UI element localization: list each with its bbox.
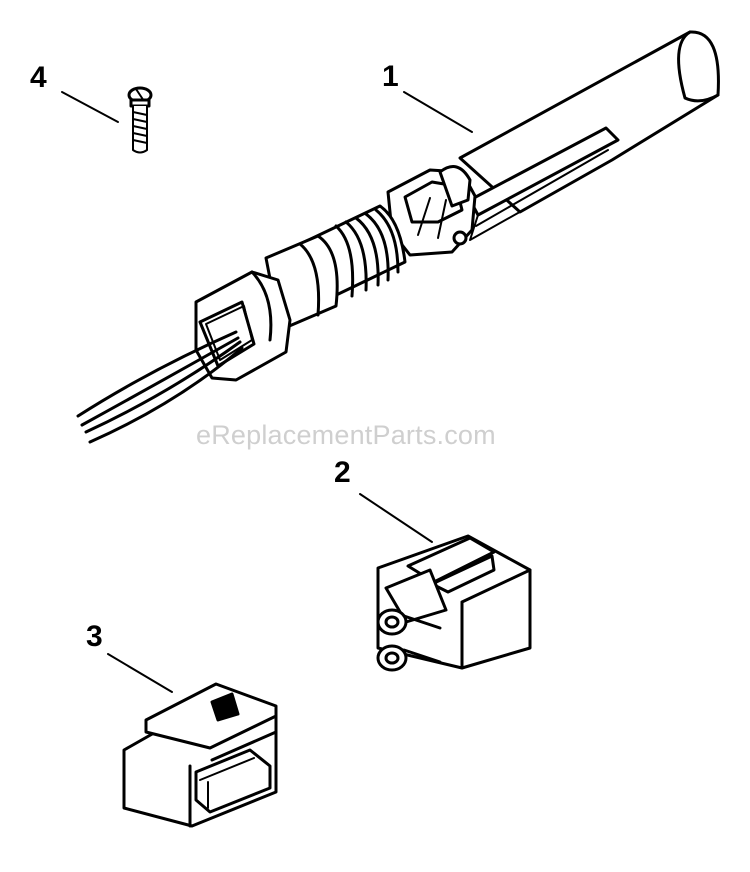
watermark: eReplacementParts.com bbox=[196, 420, 496, 450]
plug-top bbox=[144, 682, 278, 750]
leader-line-1 bbox=[403, 91, 473, 133]
part-1-connector-assembly[interactable] bbox=[76, 30, 720, 444]
callout-3: 3 bbox=[86, 620, 103, 653]
leader-line-4 bbox=[61, 91, 119, 123]
leader-line-3 bbox=[107, 653, 173, 693]
plug-tab bbox=[210, 692, 240, 722]
plug-opening bbox=[194, 748, 272, 814]
leader-line-2 bbox=[359, 493, 433, 543]
callout-2: 2 bbox=[334, 456, 351, 489]
part-3-plug-connector[interactable] bbox=[107, 653, 278, 828]
callout-4: 4 bbox=[30, 61, 47, 94]
tube-body bbox=[458, 30, 720, 214]
wire-2 bbox=[84, 340, 242, 434]
part-2-socket-connector[interactable] bbox=[359, 493, 532, 672]
slot-rail bbox=[468, 126, 620, 217]
wire-1 bbox=[76, 330, 238, 418]
callout-1: 1 bbox=[382, 60, 399, 93]
latch-pin bbox=[452, 230, 468, 246]
part-4-screw[interactable] bbox=[61, 86, 153, 154]
